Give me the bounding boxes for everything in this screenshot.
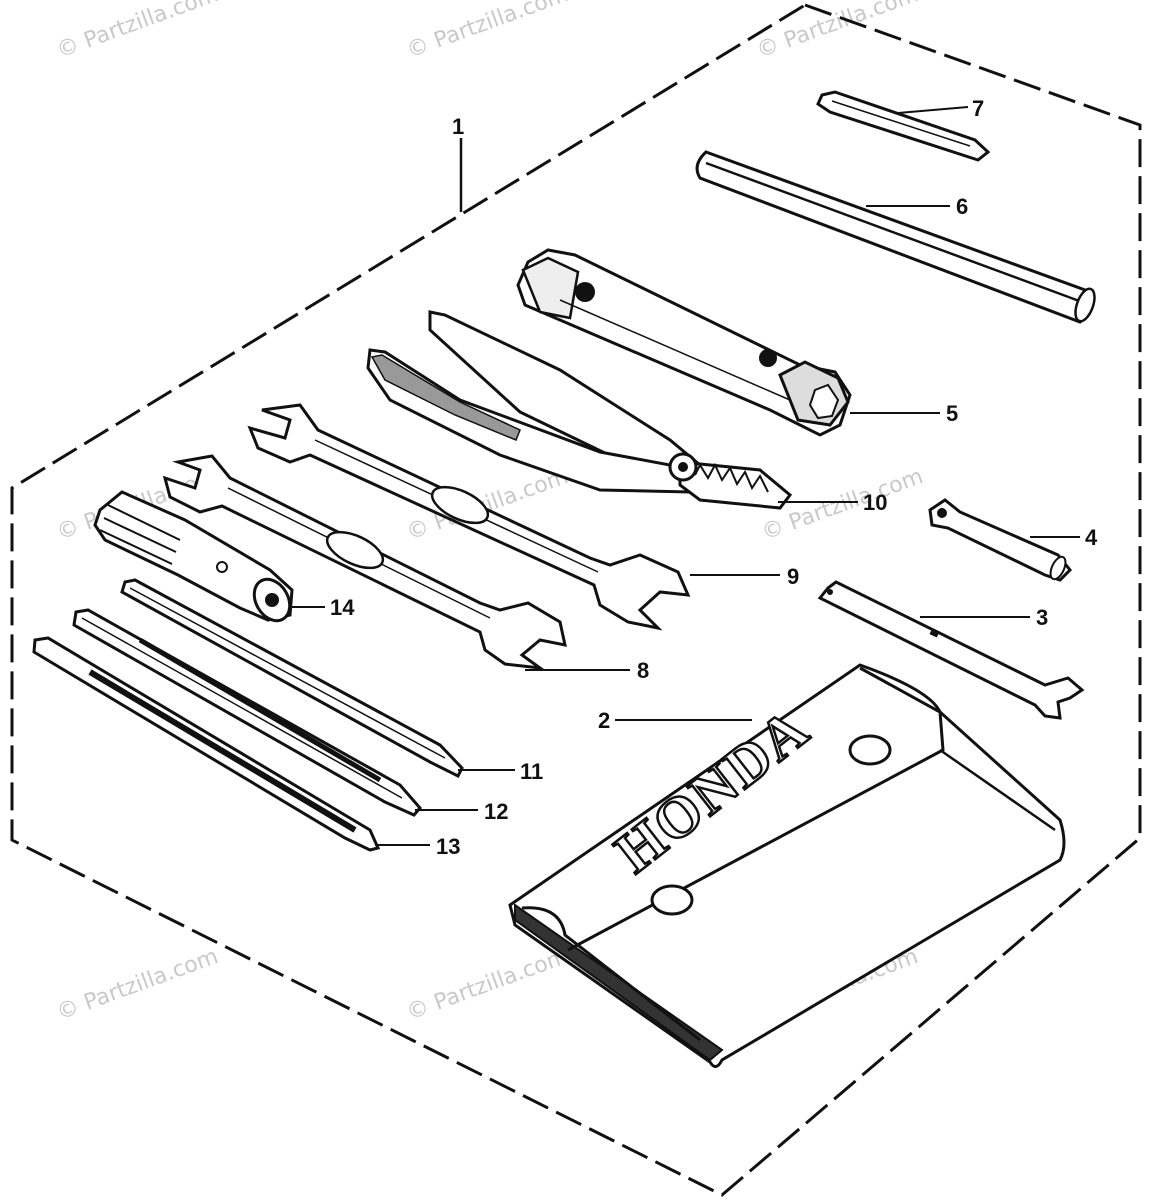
drift-punch: [816, 90, 991, 162]
callout-label-12: 12: [484, 799, 508, 824]
callout-14: 14: [290, 595, 355, 620]
watermark: © Partzilla.com: [754, 0, 922, 64]
callout-3: 3: [920, 605, 1048, 630]
spark-plug-wrench: [516, 248, 852, 437]
callout-9: 9: [690, 564, 799, 589]
screwdriver-handle: [93, 490, 294, 623]
callout-label-14: 14: [330, 595, 355, 620]
callout-label-10: 10: [863, 490, 887, 515]
callout-12: 12: [415, 799, 508, 824]
open-end-wrench-upper: [247, 403, 691, 631]
callout-label-1: 1: [452, 114, 464, 139]
callout-label-2: 2: [598, 708, 610, 733]
callout-label-9: 9: [787, 564, 799, 589]
flat-spanner: [817, 580, 1085, 720]
screwdriver-blade-13: [32, 636, 381, 852]
callout-11: 11: [458, 759, 543, 784]
callout-1: 1: [452, 114, 464, 212]
callout-label-5: 5: [946, 401, 958, 426]
socket-wrench-small: [928, 498, 1073, 582]
callout-2: 2: [598, 708, 752, 733]
callout-13: 13: [375, 834, 460, 859]
callout-7: 7: [897, 96, 984, 121]
callout-label-3: 3: [1036, 605, 1048, 630]
kit-boundary: [10, 3, 1142, 1197]
callout-label-7: 7: [972, 96, 984, 121]
callout-6: 6: [866, 194, 968, 219]
callout-4: 4: [1030, 525, 1098, 550]
callout-label-11: 11: [520, 759, 543, 784]
screwdriver-blade-11: [120, 578, 464, 779]
callout-label-6: 6: [956, 194, 968, 219]
watermark: © Partzilla.com: [404, 944, 572, 1026]
tool-pouch: HONDA: [508, 663, 1066, 1068]
callout-8: 8: [525, 658, 649, 683]
callout-10: 10: [778, 490, 887, 515]
screwdriver-blade-12: [72, 608, 422, 817]
watermark: © Partzilla.com: [54, 944, 222, 1026]
callout-label-8: 8: [637, 658, 649, 683]
open-end-wrench-lower: [162, 454, 567, 671]
callout-label-13: 13: [436, 834, 460, 859]
tommy-bar: [695, 150, 1096, 324]
pliers: [366, 310, 793, 510]
callout-label-4: 4: [1085, 525, 1098, 550]
watermark: © Partzilla.com: [54, 0, 222, 64]
watermark: © Partzilla.com: [404, 0, 572, 64]
callout-5: 5: [850, 401, 958, 426]
